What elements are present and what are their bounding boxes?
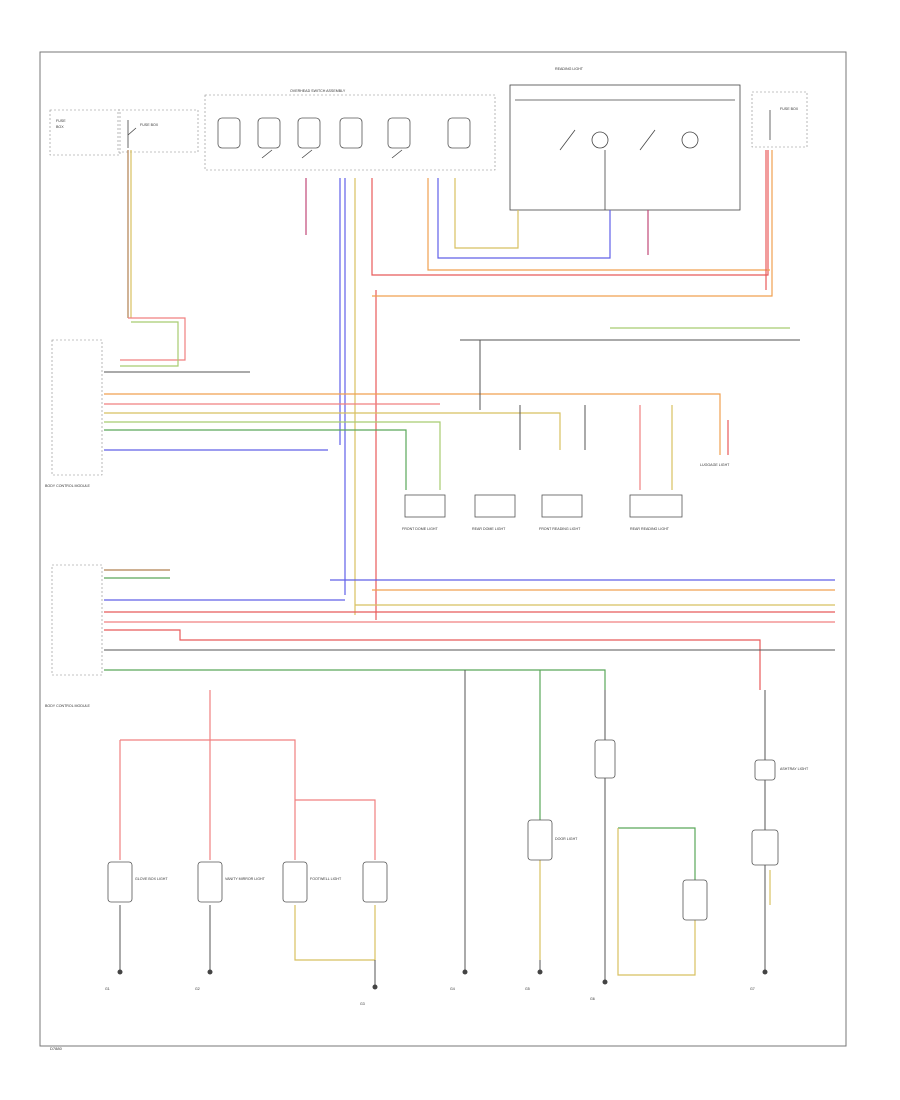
bcm-lower-label: BODY CONTROL MODULE — [45, 704, 91, 708]
ground-label-3: G4 — [450, 987, 455, 991]
fuse-label-left: FUSE BOX — [140, 123, 159, 127]
top-wires — [120, 150, 773, 620]
fuse-box-top-right: FUSE BOX — [751, 91, 808, 148]
grounds: G1 G2 G3 G4 G5 G6 G7 — [105, 969, 768, 1006]
lamp-label-7: FOOTWELL LIGHT — [310, 877, 342, 881]
overhead-switch-assembly: OVERHEAD SWITCH ASSEMBLY — [204, 89, 496, 171]
lamp-label-3: REAR READING LIGHT — [630, 527, 670, 531]
diagram-frame — [39, 51, 847, 1047]
ground-label-0: G1 — [105, 987, 110, 991]
lamp-label-6: VANITY MIRROR LIGHT — [225, 877, 266, 881]
bottom-components: GLOVE BOX LIGHT VANITY MIRROR LIGHT FOOT… — [107, 739, 809, 921]
bcm-left-label: BODY CONTROL MODULE — [45, 484, 91, 488]
ground-label-4: G5 — [525, 987, 530, 991]
switch-assembly-label: OVERHEAD SWITCH ASSEMBLY — [290, 89, 346, 93]
ground-label-2: G3 — [360, 1002, 365, 1006]
bottom-wires — [119, 690, 771, 985]
lamp-label-8: DOOR LIGHT — [555, 837, 578, 841]
reading-light-assembly: READING LIGHT — [509, 67, 741, 211]
ground-label-6: G7 — [750, 987, 755, 991]
lamp-label-5: GLOVE BOX LIGHT — [135, 877, 168, 881]
lamp-label-1: REAR DOME LIGHT — [472, 527, 506, 531]
page-code: D7880 — [50, 1046, 63, 1051]
lamp-label-2: FRONT READING LIGHT — [539, 527, 581, 531]
svg-text:FUSE: FUSE — [56, 119, 66, 123]
middle-bus — [104, 327, 800, 490]
ground-label-1: G2 — [195, 987, 200, 991]
fuse-box-top-left: FUSE BOX FUSE BOX — [49, 109, 199, 156]
bcm-left: BODY CONTROL MODULE — [45, 339, 103, 488]
lamp-label-0: FRONT DOME LIGHT — [402, 527, 438, 531]
bcm-lower: BODY CONTROL MODULE — [45, 564, 103, 708]
middle-lamps: FRONT DOME LIGHT REAR DOME LIGHT FRONT R… — [402, 463, 730, 531]
lower-bus — [104, 569, 835, 970]
ground-label-5: G6 — [590, 997, 595, 1001]
lamp-label-9: ASHTRAY LIGHT — [780, 767, 809, 771]
fuse-label-right: FUSE BOX — [780, 107, 799, 111]
svg-text:BOX: BOX — [56, 125, 64, 129]
lamp-label-4: LUGGAGE LIGHT — [700, 463, 730, 467]
reading-light-label: READING LIGHT — [555, 67, 584, 71]
